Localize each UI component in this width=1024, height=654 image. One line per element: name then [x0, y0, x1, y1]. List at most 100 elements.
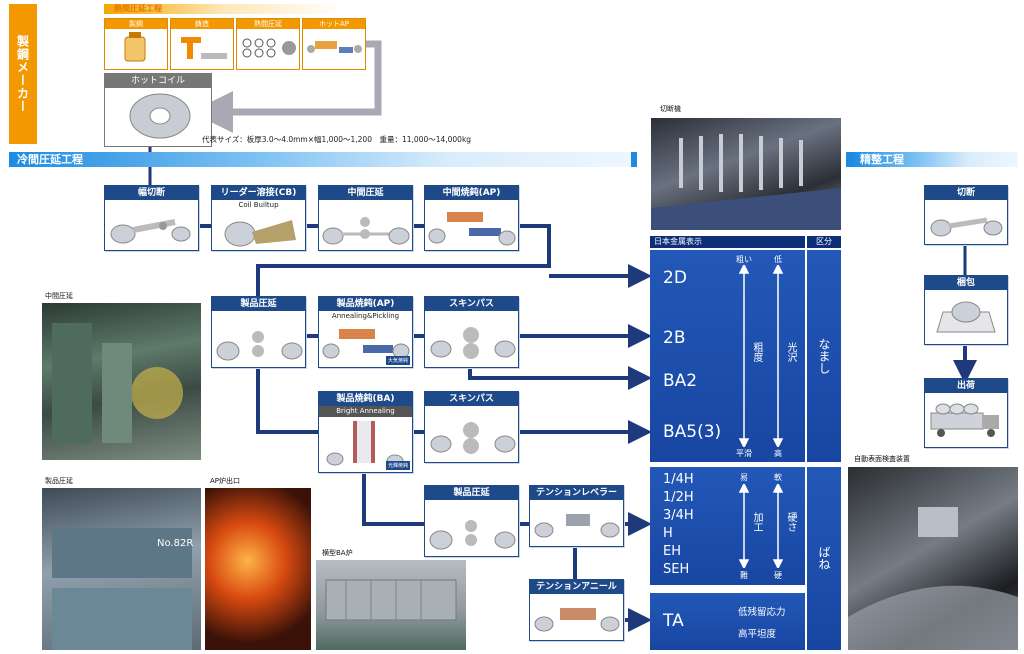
- process-label: 中間圧延: [319, 186, 412, 200]
- inspection-photo: [848, 467, 1018, 650]
- caster-icon: [181, 37, 227, 59]
- process-label: 製品焼鈍(AP): [319, 297, 412, 311]
- rolling-icon: [322, 217, 410, 245]
- process-skinpass-2: スキンパス: [424, 391, 519, 463]
- process-label: 切断: [925, 186, 1007, 200]
- hot-step-label: ホットAP: [303, 19, 365, 29]
- hot-step-label: 鋳造: [171, 19, 233, 29]
- rolling-mill-icon: [242, 38, 296, 58]
- workability-label: 加工: [751, 512, 762, 532]
- ba-furnace-photo: [316, 560, 466, 650]
- cold-rolling-title: 冷間圧延工程: [9, 152, 634, 167]
- namashi-category-cell: [807, 250, 841, 462]
- process-label: テンションレベラー: [530, 486, 623, 500]
- coil-icon: [129, 93, 191, 139]
- hot-step-steelmaking: 製鋼: [104, 18, 168, 70]
- process-tension-leveler: テンションレベラー: [529, 485, 624, 547]
- ba-furnace-image: [325, 579, 457, 621]
- grade-eh: EH: [663, 544, 681, 559]
- process-tag: 光輝焼鈍: [385, 461, 410, 470]
- low-label: 低: [774, 255, 782, 264]
- photo-caption: AP炉出口: [210, 477, 241, 485]
- annealing-line-icon: [307, 41, 362, 53]
- cutter-photo: [651, 118, 841, 230]
- grade-quarter-h: 1/4H: [663, 472, 694, 487]
- finish-ship: 出荷: [924, 378, 1008, 448]
- slitter-icon: [110, 219, 191, 244]
- hard-label: 硬: [774, 571, 782, 580]
- process-label: スキンパス: [425, 297, 518, 311]
- process-product-ba: 製品焼鈍(BA) Bright Annealing 光輝焼鈍: [318, 391, 413, 473]
- namashi-arrows: [738, 265, 784, 447]
- namashi-panel: [650, 250, 805, 462]
- grade-ba2: BA2: [663, 371, 698, 391]
- skinpass-icon: [430, 327, 516, 359]
- finish-pack: 梱包: [924, 275, 1008, 345]
- bar-tab: [631, 152, 637, 167]
- bane-category-cell: [807, 467, 841, 650]
- process-leader-weld: リーダー溶接(CB) Coil Builtup: [211, 185, 306, 251]
- photo-caption: 製品圧延: [45, 477, 73, 485]
- hot-step-hot-rolling: 熱間圧延: [236, 18, 300, 70]
- skinpass-icon: [430, 422, 516, 454]
- grade-ba5: BA5(3): [663, 422, 722, 442]
- hot-coil-label: ホットコイル: [105, 74, 211, 88]
- annealing-icon: [428, 212, 516, 246]
- ladle-icon: [124, 32, 146, 62]
- bar-tab: [846, 152, 852, 167]
- rolling-icon: [429, 520, 516, 550]
- rolling-mill-image: [52, 323, 183, 443]
- inspection-device-image: [848, 507, 1018, 650]
- namashi-category: なまし: [817, 338, 831, 374]
- slitter-roll-image: [651, 134, 841, 230]
- process-label: 梱包: [925, 276, 1007, 290]
- hot-step-casting: 鋳造: [170, 18, 234, 70]
- process-label: 中間焼鈍(AP): [425, 186, 518, 200]
- difficult-label: 難: [740, 571, 748, 580]
- product-rolling-photo: No.82R: [42, 488, 201, 650]
- mill-sign: No.82R: [157, 538, 193, 549]
- grade-ta: TA: [663, 611, 684, 631]
- hardness-label: 硬さ: [785, 512, 796, 532]
- ta-panel: [650, 593, 805, 650]
- roughness-label: 粗度: [751, 342, 762, 362]
- bane-arrows: [738, 484, 784, 568]
- grade-half-h: 1/2H: [663, 490, 694, 505]
- process-sublabel: Coil Builtup: [238, 201, 279, 209]
- process-tension-anneal: テンションアニール: [529, 579, 624, 641]
- tension-anneal-icon: [534, 608, 620, 632]
- process-product-ap: 製品焼鈍(AP) Annealing&Pickling 大気焼鈍: [318, 296, 413, 368]
- process-label: 幅切断: [105, 186, 198, 200]
- high-label: 高: [774, 449, 782, 458]
- process-skinpass-1: スキンパス: [424, 296, 519, 368]
- finishing-title: 精整工程: [852, 152, 1018, 167]
- hot-rolling-title: 熱間圧延工程: [104, 4, 344, 14]
- slitter-icon: [930, 217, 1003, 237]
- ba-furnace-icon: [326, 421, 404, 468]
- coil-weld-icon: [224, 220, 296, 247]
- hot-step-hot-ap: ホットAP: [302, 18, 366, 70]
- rolling-mill-image: No.82R: [52, 528, 193, 650]
- steel-maker-label: 製鋼メーカー: [9, 4, 37, 144]
- rolling-icon: [216, 331, 303, 361]
- photo-caption: 自動表面検査装置: [854, 455, 910, 463]
- ta-note-2: 高平坦度: [738, 629, 777, 640]
- grade-seh: SEH: [663, 562, 690, 577]
- process-intermediate-rolling: 中間圧延: [318, 185, 413, 251]
- process-label: テンションアニール: [530, 580, 623, 594]
- photo-caption: 中間圧延: [45, 292, 73, 300]
- hot-step-label: 製鋼: [105, 19, 167, 29]
- grade-2b: 2B: [663, 328, 686, 348]
- ap-exit-photo: [205, 488, 311, 650]
- process-label: 製品圧延: [425, 486, 518, 500]
- process-product-rolling: 製品圧延: [211, 296, 306, 368]
- process-sublabel: Bright Annealing: [319, 406, 412, 417]
- soft-label: 軟: [774, 473, 782, 482]
- photo-caption: 切断機: [660, 105, 681, 113]
- hot-coil-box: ホットコイル: [104, 73, 212, 147]
- easy-label: 易: [740, 473, 748, 482]
- process-product-rolling-2: 製品圧延: [424, 485, 519, 557]
- gloss-label: 光沢: [785, 342, 796, 362]
- grade-2d: 2D: [663, 268, 687, 288]
- annealing-icon: [322, 329, 410, 359]
